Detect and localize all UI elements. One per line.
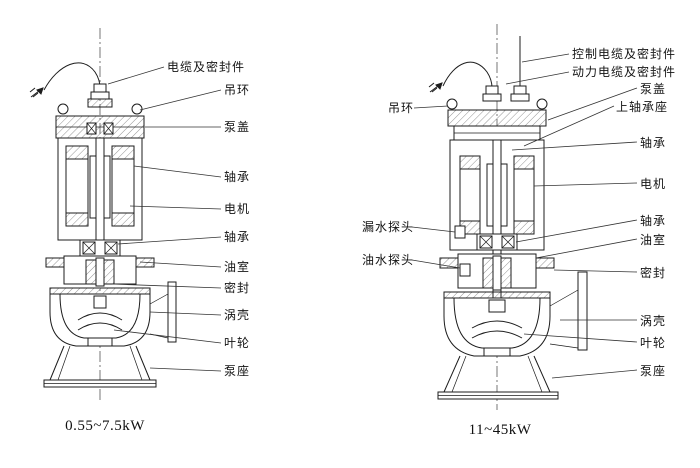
right-pump-label-upper-bearing-seat: 上轴承座 <box>616 100 669 114</box>
left-pump-label-motor: 电机 <box>224 202 251 216</box>
right-pump-label-control-cable-seal: 控制电缆及密封件 <box>572 47 677 61</box>
leader-lines-left-pump <box>107 66 222 372</box>
right-pump-label-motor: 电机 <box>640 177 667 191</box>
leader-lines-right-pump <box>411 53 638 379</box>
right-pump-label-oil-water-probe: 油水探头 <box>362 253 415 267</box>
right-pump-label-impeller: 叶轮 <box>640 336 667 350</box>
lifting-ring <box>536 98 548 110</box>
left-pump-drawing <box>29 28 222 402</box>
control-cable <box>442 61 493 89</box>
lifting-ring <box>446 98 458 110</box>
cable-glands <box>482 85 530 102</box>
oil-chamber <box>45 255 155 287</box>
lower-bearing <box>79 239 121 257</box>
left-pump-label-impeller: 叶轮 <box>224 336 251 350</box>
cable-gland <box>87 83 113 108</box>
left-pump-label-pump-base: 泵座 <box>224 364 251 378</box>
left-pump-label-pump-cover: 泵盖 <box>224 120 251 134</box>
left-pump-caption: 0.55~7.5kW <box>65 418 145 434</box>
right-pump-label-volute: 涡壳 <box>640 314 667 328</box>
left-pump-label-oil-chamber: 油室 <box>224 260 251 274</box>
impeller <box>77 295 123 331</box>
right-pump-label-bearing-lower: 轴承 <box>640 214 667 228</box>
left-pump-label-bearing-upper: 轴承 <box>224 170 251 184</box>
volute <box>443 291 551 357</box>
right-pump-label-lifting-ring: 吊环 <box>388 101 415 115</box>
pump-base <box>43 345 157 388</box>
right-pump-caption: 11~45kW <box>468 422 532 438</box>
oil-chamber <box>439 253 555 291</box>
left-pump-label-volute: 涡壳 <box>224 308 251 322</box>
ground-symbol-icon <box>428 82 443 93</box>
left-pump-label-cable-seal: 电缆及密封件 <box>167 60 246 74</box>
oil-water-probe <box>459 263 471 277</box>
lifting-ring <box>131 103 143 115</box>
right-pump-label-bearing-upper: 轴承 <box>640 136 667 150</box>
right-pump-drawing <box>411 24 638 410</box>
right-pump-label-seal: 密封 <box>640 266 667 280</box>
left-pump-label-bearing-lower: 轴承 <box>224 230 251 244</box>
power-cable <box>43 62 101 91</box>
pump-base <box>437 355 559 400</box>
right-pump-label-leak-probe: 漏水探头 <box>362 220 415 234</box>
pump-cover <box>447 109 547 141</box>
ground-symbol-icon <box>29 87 44 98</box>
right-pump-label-oil-chamber: 油室 <box>640 233 667 247</box>
impeller <box>471 299 523 339</box>
right-pump-label-power-cable-seal: 动力电缆及密封件 <box>572 65 677 79</box>
pump-cover <box>55 115 145 139</box>
left-pump-label-seal: 密封 <box>224 281 251 295</box>
right-pump-label-pump-base: 泵座 <box>640 364 667 378</box>
discharge-flange <box>549 271 588 351</box>
right-pump-label-pump-cover: 泵盖 <box>640 82 667 96</box>
volute <box>49 287 151 347</box>
lifting-ring <box>57 103 69 115</box>
left-pump-label-lifting-ring: 吊环 <box>224 83 251 97</box>
lower-bearing <box>476 233 518 251</box>
